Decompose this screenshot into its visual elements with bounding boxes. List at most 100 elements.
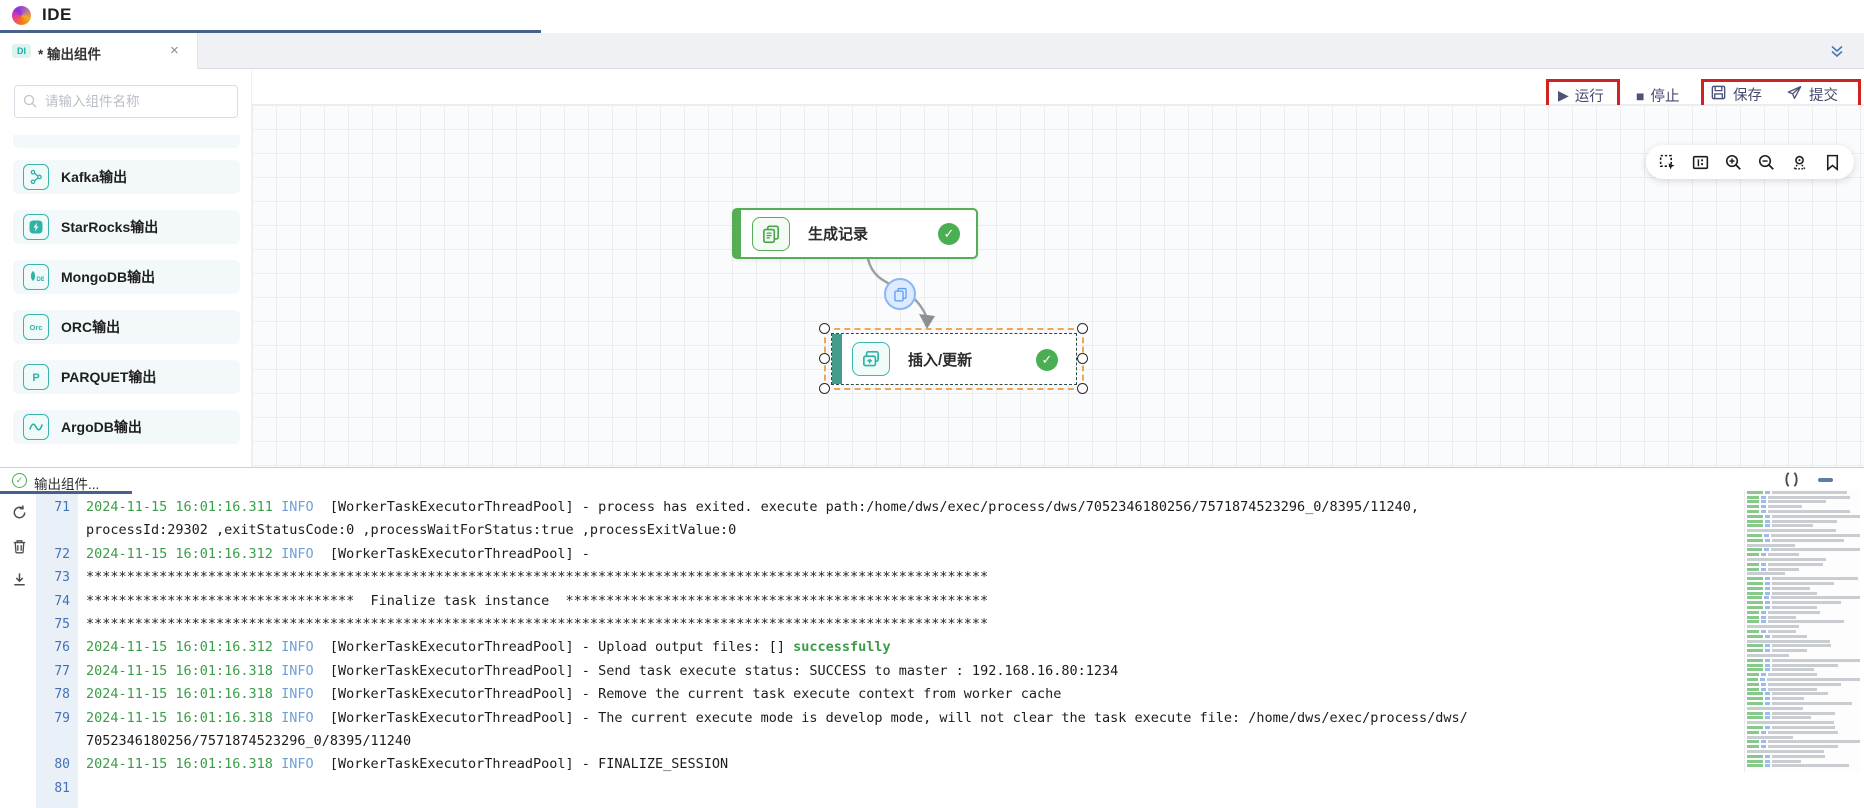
log-line-number: 77 [54,663,70,679]
marquee-select-icon[interactable] [1658,153,1677,172]
stop-button[interactable]: ■ 停止 [1636,85,1679,106]
sidebar-item-starrocks[interactable]: StarRocks输出 [13,210,240,244]
kafka-icon [23,164,49,190]
search-icon [22,93,38,109]
tab-close-icon[interactable]: × [170,42,179,59]
node-status-bar [734,210,741,257]
log-line-text: 2024-11-15 16:01:16.312 INFO [WorkerTask… [86,545,599,562]
log-output: 71 2024-11-15 16:01:16.311 INFO [WorkerTa… [0,496,1864,800]
save-icon [1710,84,1727,105]
log-line-number: 71 [54,500,70,515]
resize-handle[interactable] [1077,353,1088,364]
log-tab-label[interactable]: 输出组件... [34,477,100,492]
log-line: 81 [0,777,1864,800]
node-generate-records[interactable]: 生成记录 ✓ [732,208,978,259]
sidebar-item-label: Kafka输出 [61,169,128,185]
resize-handle[interactable] [819,323,830,334]
app-logo-icon [12,6,31,25]
log-line-text: 2024-11-15 16:01:16.318 INFO [WorkerTask… [86,709,1468,726]
orc-icon: Orc [23,314,49,340]
log-line: 71 2024-11-15 16:01:16.311 INFO [WorkerTa… [0,496,1864,519]
resize-handle[interactable] [819,353,830,364]
log-line-number: 79 [54,710,70,726]
canvas-toolbar [1646,145,1854,179]
argodb-icon [23,414,49,440]
log-line-number: 76 [54,640,70,656]
success-check-icon: ✓ [938,222,960,245]
line-number-gutter [36,494,78,808]
log-success-check-icon: ✓ [12,473,27,488]
save-button[interactable]: 保存 [1710,84,1762,105]
bookmark-icon[interactable] [1823,153,1842,172]
log-line-number: 78 [54,687,70,703]
log-line-text: ****************************************… [86,569,989,586]
stop-icon: ■ [1636,87,1645,104]
zoom-in-icon[interactable] [1724,153,1743,172]
log-line: 7052346180256/7571874523296_0/8395/11240 [0,730,1864,753]
log-line: 76 2024-11-15 16:01:16.312 INFO [WorkerTa… [0,636,1864,659]
log-line-number: 72 [54,546,70,562]
fit-view-icon[interactable] [1691,153,1710,172]
sidebar-item-parquet[interactable]: P PARQUET输出 [13,360,240,394]
refresh-log-icon[interactable] [11,504,28,521]
tab-output-component[interactable] [0,33,198,69]
component-search [14,85,238,118]
edge-type-badge[interactable] [884,278,916,310]
sidebar-item-label: ArgoDB输出 [61,419,142,435]
log-line-text: 7052346180256/7571874523296_0/8395/11240 [86,732,412,749]
node-insert-update[interactable]: 插入/更新 ✓ [831,333,1077,385]
log-line: 73 **************************************… [0,566,1864,589]
log-minimap[interactable] [1744,490,1860,772]
zoom-out-icon[interactable] [1757,153,1776,172]
log-panel-divider[interactable] [0,467,1864,468]
log-line-text: processId:29302 ,exitStatusCode:0 ,proce… [86,522,737,539]
locate-icon[interactable] [1790,153,1809,172]
log-line: 72 2024-11-15 16:01:16.312 INFO [WorkerTa… [0,543,1864,566]
sidebar-item-kafka[interactable]: Kafka输出 [13,160,240,194]
paper-plane-icon [1786,84,1803,105]
resize-handle[interactable] [1077,383,1088,394]
stop-label: 停止 [1650,89,1680,105]
node-label: 生成记录 [808,226,869,243]
sidebar-item-argodb[interactable]: ArgoDB输出 [13,410,240,444]
run-label: 运行 [1574,89,1604,105]
wrap-toggle-icon[interactable] [1782,470,1801,489]
log-line: 74********************************* Fina… [0,590,1864,613]
parquet-icon: P [23,364,49,390]
flow-canvas[interactable] [252,105,1864,467]
play-icon: ▶ [1558,87,1569,103]
log-line-text: 2024-11-15 16:01:16.311 INFO [WorkerTask… [86,499,1419,515]
resize-handle[interactable] [1077,323,1088,334]
minimize-panel-icon[interactable] [1818,478,1833,482]
svg-text:Orc: Orc [30,323,43,332]
sidebar-item-label: PARQUET输出 [61,369,157,385]
run-button[interactable]: ▶ 运行 [1558,85,1604,106]
svg-text:P: P [32,372,39,384]
log-line-text: 2024-11-15 16:01:16.312 INFO [WorkerTask… [86,639,891,656]
download-log-icon[interactable] [11,571,28,588]
partially-scrolled-item[interactable] [13,135,240,148]
save-label: 保存 [1733,88,1762,104]
log-panel-header [0,468,1864,494]
sidebar-item-label: ORC输出 [61,319,121,335]
sidebar-item-label: StarRocks输出 [61,219,159,235]
sidebar-item-orc[interactable]: Orc ORC输出 [13,310,240,344]
log-line-number: 74 [54,593,70,609]
app-title: IDE [42,5,72,24]
log-line-number: 81 [54,780,70,796]
log-line: 75**************************************… [0,613,1864,636]
search-input[interactable] [14,85,238,118]
mongodb-icon: DB [23,264,49,290]
log-line-number: 73 [54,570,70,586]
log-line: processId:29302 ,exitStatusCode:0 ,proce… [0,519,1864,542]
log-line-text: ****************************************… [86,615,989,632]
submit-button[interactable]: 提交 [1786,84,1838,105]
clear-log-icon[interactable] [11,538,28,555]
node-label: 插入/更新 [908,351,973,369]
double-chevron-down-icon[interactable] [1828,42,1846,60]
tab-type-badge: DI [12,44,31,58]
resize-handle[interactable] [819,383,830,394]
